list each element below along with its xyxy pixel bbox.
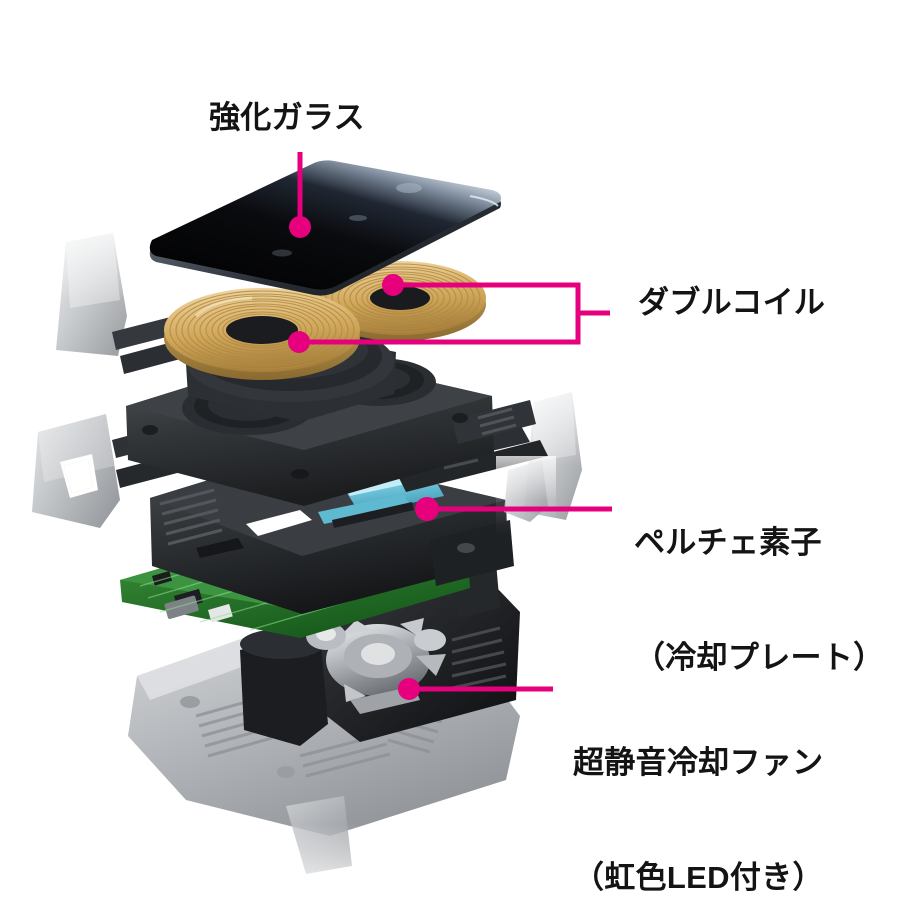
callout-label-peltier-line2: （冷却プレート） [634,640,885,676]
callout-label-fan-line2: （虹色LED付き） [573,860,824,896]
part-arm-left-lower [32,414,120,528]
part-arm-right-lower [496,456,556,536]
callout-label-fan-line1: 超静音冷却ファン [573,744,824,780]
part-glass-plate [149,160,501,296]
part-coil-front [164,288,360,380]
callout-label-cooling-fan: 超静音冷却ファン （虹色LED付き） [573,667,824,900]
callout-label-double-coil: ダブルコイル [638,285,826,320]
callout-label-glass: 強化ガラス [209,100,365,135]
callout-label-peltier: ペルチェ素子 （冷却プレート） [634,447,884,755]
callout-label-peltier-line1: ペルチェ素子 [634,524,822,560]
